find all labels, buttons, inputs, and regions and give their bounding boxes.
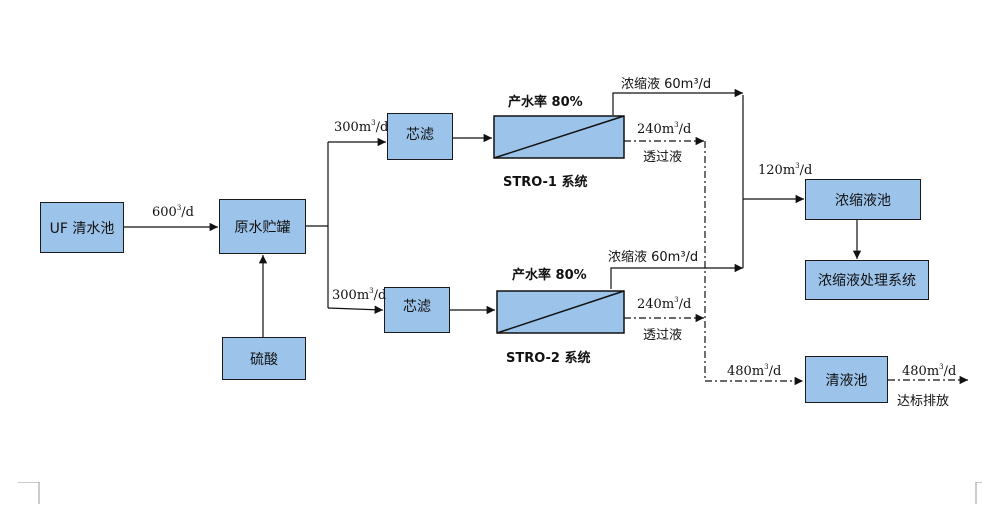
clear-pool-label: 清液池 bbox=[825, 372, 868, 389]
flow-clear-in: 480m3/d bbox=[727, 363, 782, 379]
uf-label: UF 清水池 bbox=[49, 220, 115, 237]
acid-label: 硫酸 bbox=[250, 351, 278, 368]
stro1-system-name: STRO-1 系统 bbox=[503, 175, 588, 190]
concentrate-treatment-system: 浓缩液处理系统 bbox=[805, 260, 929, 300]
stro1-diagonal bbox=[493, 115, 625, 159]
filter1-label: 芯滤 bbox=[406, 127, 434, 143]
flow-clear-out: 480m3/d bbox=[902, 363, 957, 379]
raw-tank-label: 原水贮罐 bbox=[234, 219, 291, 236]
flow-conc-total: 120m3/d bbox=[758, 162, 813, 178]
line-conc1 bbox=[612, 88, 743, 115]
discharge-label: 达标排放 bbox=[897, 394, 950, 409]
perm1-name: 透过液 bbox=[643, 150, 683, 165]
flow-perm2: 240m3/d bbox=[637, 296, 692, 312]
perm2-name: 透过液 bbox=[643, 328, 683, 343]
uf-clear-water-tank: UF 清水池 bbox=[40, 202, 124, 253]
flow-to-filter1: 300m3/d bbox=[334, 119, 389, 135]
stro2-system-name: STRO-2 系统 bbox=[506, 351, 591, 366]
flow-conc2: 浓缩液 60m³/d bbox=[608, 250, 699, 265]
clear-liquid-pool: 清液池 bbox=[805, 356, 888, 403]
conc-treat-label: 浓缩液处理系统 bbox=[818, 273, 916, 289]
page-corner-mark-left bbox=[18, 482, 40, 504]
flow-conc1: 浓缩液 60m³/d bbox=[621, 77, 712, 92]
sulfuric-acid: 硫酸 bbox=[222, 337, 306, 380]
line-conc2 bbox=[610, 263, 743, 289]
concentrate-pool: 浓缩液池 bbox=[805, 179, 921, 220]
stro1-yield-label: 产水率 80% bbox=[508, 95, 583, 110]
flow-to-filter2: 300m3/d bbox=[332, 287, 387, 303]
conc-pool-label: 浓缩液池 bbox=[835, 192, 891, 209]
filter2-label: 芯滤 bbox=[403, 299, 431, 315]
cartridge-filter-2: 芯滤 bbox=[384, 287, 450, 333]
raw-water-tank: 原水贮罐 bbox=[219, 199, 306, 254]
cartridge-filter-1: 芯滤 bbox=[387, 113, 453, 160]
flow-perm1: 240m3/d bbox=[637, 121, 692, 137]
stro2-yield-label: 产水率 80% bbox=[512, 268, 587, 283]
flow-uf-to-tank: 6003/d bbox=[152, 204, 194, 220]
arrow-to-filter2 bbox=[327, 305, 384, 314]
stro2-diagonal bbox=[496, 290, 625, 334]
page-corner-mark-right bbox=[975, 482, 982, 504]
